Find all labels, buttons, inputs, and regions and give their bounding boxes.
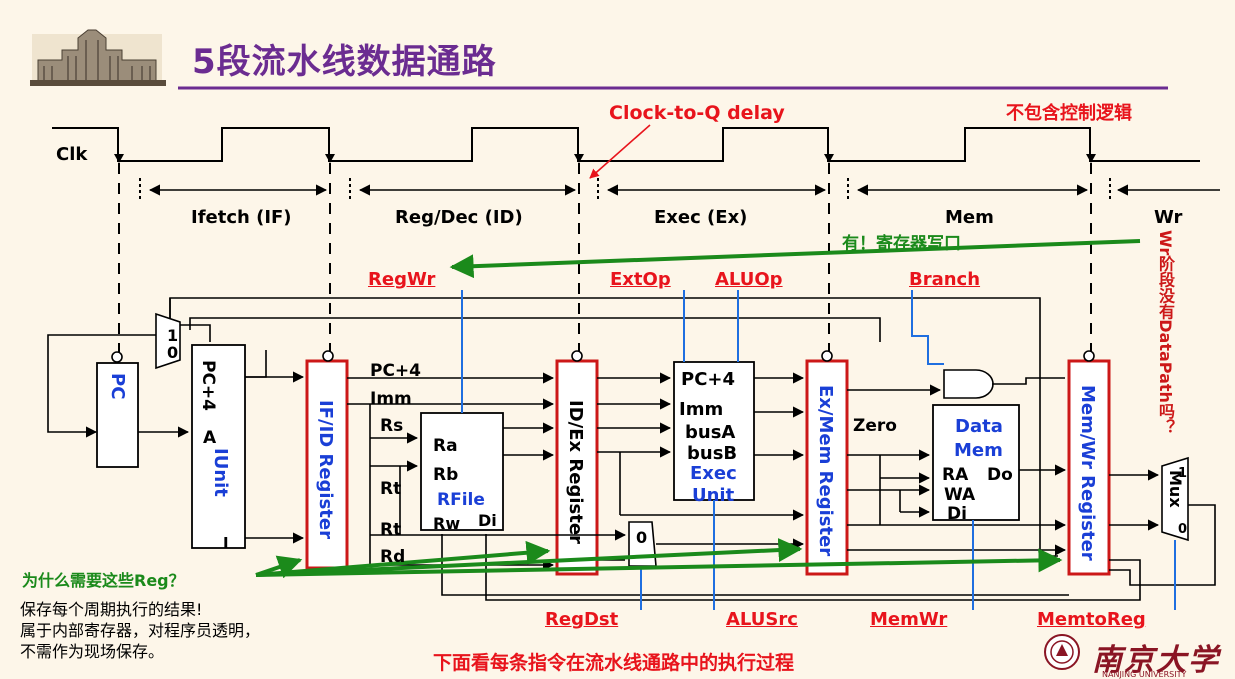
signal-aluop: ALUOp [715, 269, 783, 290]
green-arrows [255, 239, 1141, 579]
question-note: 为什么需要这些Reg？ [22, 571, 185, 590]
pc-mux-zero: 0 [167, 343, 179, 362]
iunit-i: I [223, 534, 229, 552]
iunit-a: A [203, 428, 217, 448]
pc-mux-one: 1 [167, 326, 179, 345]
note-line-3: 不需作为现场保存。 [20, 642, 165, 661]
wire-mux-out [180, 324, 211, 342]
wb-mux-label: Mux [1166, 470, 1185, 508]
dmem-label-2: Mem [954, 440, 1003, 461]
signal-alusrc: ALUSrc [726, 609, 798, 630]
stage-ex: Exec (Ex) [654, 207, 748, 228]
dmem-do: Do [987, 465, 1013, 485]
wb-stage-wires [441, 469, 1216, 601]
and-gate [943, 369, 994, 399]
signal-memtoreg: MemtoReg [1037, 609, 1146, 630]
pc-register [96, 362, 139, 468]
iunit-pc4: PC+4 [198, 360, 218, 412]
exec-busa: busA [685, 422, 736, 443]
iunit-box [191, 344, 246, 549]
dmem-label: Data [955, 416, 1003, 437]
footer-note: 下面看每条指令在流水线通路中的执行过程 [433, 652, 795, 674]
stage-id: Reg/Dec (ID) [395, 207, 523, 228]
clock-waveform [52, 127, 1200, 162]
note-line-1: 保存每个周期执行的结果! [20, 600, 203, 619]
building-logo-icon [30, 29, 166, 86]
signal-regdst: RegDst [545, 609, 619, 630]
clock-to-q-arrow [589, 124, 651, 179]
wire-label-rd: Rd [380, 547, 406, 567]
wb-mux-one: 1 [1178, 466, 1188, 481]
clk-label: Clk [56, 144, 88, 165]
signal-extop: ExtOp [610, 269, 671, 290]
delay-ticks [139, 178, 1111, 200]
iunit-label: IUnit [210, 448, 231, 497]
memwr-label: Mem/Wr Register [1077, 385, 1098, 561]
rfile-di: Di [478, 511, 497, 530]
rfile-label: RFile [437, 490, 485, 510]
pc-mux [155, 312, 181, 370]
dmem-ra: RA [942, 465, 969, 485]
no-control-note: 不包含控制逻辑 [1006, 103, 1132, 124]
explanation-notes: 保存每个周期执行的结果! 属于内部寄存器，对程序员透明， 不需作为现场保存。 [20, 599, 260, 662]
ifid-label: IF/ID Register [315, 400, 336, 539]
mem-stage-wires [847, 377, 1067, 556]
if-stage-wires [245, 371, 305, 544]
wb-mux [1161, 456, 1189, 542]
wire-label-rt1: Rt [380, 479, 402, 499]
wire-label-imm: Imm [370, 389, 412, 409]
exec-busb: busB [687, 443, 738, 464]
wire-label-pc4: PC+4 [370, 361, 422, 381]
dmem-di: Di [947, 504, 967, 524]
wire-pc-in [47, 334, 156, 438]
wire-label-rs: Rs [380, 416, 404, 436]
university-logo-text: 南京大学 [1092, 643, 1220, 678]
stage-if: Ifetch (IF) [191, 207, 292, 228]
clock-to-q-label: Clock-to-Q delay [609, 102, 785, 124]
stage-boundaries [118, 163, 1092, 352]
wire-branch-target [189, 317, 881, 342]
exec-pc4: PC+4 [681, 369, 736, 390]
rfile-rw: Rw [433, 514, 461, 533]
university-logo-subtext: NANJING UNIVERSITY [1102, 670, 1187, 679]
exec-label: Exec [690, 463, 737, 484]
dmem-wa: WA [944, 485, 976, 505]
write-port-note: 有！寄存器写口 [842, 234, 961, 254]
exec-label-2: Unit [692, 485, 735, 506]
clock-inputs [111, 350, 1095, 363]
signal-memwr: MemWr [870, 609, 948, 630]
data-mem-box [932, 404, 1020, 521]
wb-mux-zero: 0 [1178, 522, 1188, 537]
exec-imm: Imm [679, 399, 724, 420]
zero-label: Zero [853, 416, 897, 436]
pc-label: PC [107, 373, 128, 400]
rfile-box [420, 412, 504, 531]
university-seal-icon [1044, 634, 1080, 670]
wire-label-rt2: Rt [380, 520, 402, 540]
exmem-label: Ex/Mem Register [815, 385, 836, 557]
note-line-2: 属于内部寄存器，对程序员透明， [20, 621, 261, 640]
page-title: 5段流水线数据通路 [192, 42, 497, 82]
regdst-mux-zero: 0 [636, 528, 648, 547]
stage-mem: Mem [945, 207, 994, 228]
signal-branch: Branch [909, 269, 981, 290]
exec-unit-box [673, 361, 755, 501]
rfile-ra: Ra [433, 436, 458, 456]
clock-edge-markers [114, 154, 1096, 163]
rfile-rb: Rb [433, 465, 459, 485]
exmem-register [805, 359, 849, 576]
signal-regwr: RegWr [368, 269, 436, 290]
idex-label: ID/Ex Register [565, 400, 586, 544]
memwr-register [1067, 359, 1111, 576]
stage-wr: Wr [1154, 207, 1183, 228]
wr-stage-note: Wr阶段没有DataPath吗？ [1156, 230, 1175, 435]
